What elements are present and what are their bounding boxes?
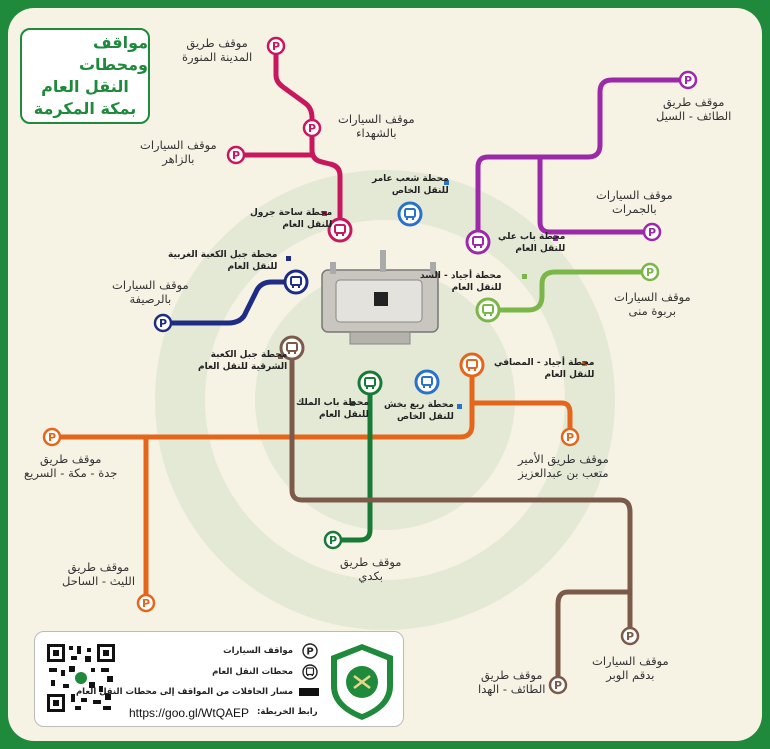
svg-text:P: P [566, 431, 574, 444]
station-bullets [278, 180, 587, 409]
parking-icon-prince[interactable]: P [560, 427, 580, 447]
station-bullet-8 [350, 401, 355, 406]
legend-stations-label: محطات النقل العام [212, 667, 293, 677]
route-purple [475, 77, 691, 245]
route-green [330, 380, 373, 543]
svg-text:P: P [554, 679, 562, 692]
station-bullet-5 [522, 274, 527, 279]
station-markers [279, 201, 501, 396]
parking-icon-zaher[interactable]: P [226, 145, 246, 165]
parking-icon-taif-hada[interactable]: P [548, 675, 568, 695]
parking-markers: P P P P P P P P P P P P P [42, 36, 698, 695]
station-bullet-4 [286, 256, 291, 261]
parking-icon-laith[interactable]: P [136, 593, 156, 613]
haram-illustration [321, 250, 439, 345]
parking-icon-taif-sail[interactable]: P [678, 70, 698, 90]
bus-icon-kaaba-west[interactable] [283, 269, 309, 295]
legend-parking-label: مواقف السيارات [223, 646, 293, 656]
station-bullet-9 [457, 404, 462, 409]
svg-text:P: P [684, 74, 692, 87]
qr-code[interactable] [45, 642, 117, 714]
route-orange-branch1 [469, 400, 573, 440]
parking-icon-jeddah[interactable]: P [42, 427, 62, 447]
map-legend: P مواقف السيارات محطات النقل العام مسار … [34, 631, 404, 727]
parking-icon-kudai[interactable]: P [323, 530, 343, 550]
parking-icon-rusaifah[interactable]: P [153, 313, 173, 333]
parking-icon-madinah[interactable]: P [266, 36, 286, 56]
bus-icon-rea-bakhsh[interactable] [414, 369, 440, 395]
bus-routes [49, 43, 691, 688]
legend-bus-icon [302, 664, 318, 680]
map-title-box: مواقف ومحطات النقل العام بمكة المكرمة [20, 28, 150, 124]
watermark-emblem [155, 170, 615, 630]
traffic-police-logo [331, 644, 393, 720]
svg-text:P: P [646, 266, 654, 279]
svg-text:P: P [306, 647, 313, 658]
map-link-url[interactable]: https://goo.gl/WtQAEP [129, 706, 250, 720]
legend-route-label: مسار الحافلات من المواقف إلى محطات النقل… [75, 687, 293, 697]
svg-text:P: P [308, 122, 316, 135]
bus-icon-ajyad-sad[interactable] [475, 297, 501, 323]
parking-icon-doqm[interactable]: P [620, 626, 640, 646]
svg-text:P: P [232, 149, 240, 162]
bus-icon-kaaba-east[interactable] [279, 335, 305, 361]
station-bullet-6 [278, 354, 283, 359]
svg-text:P: P [329, 534, 337, 547]
legend-parking-icon: P [302, 643, 318, 659]
bus-icon-ajyad-masafi[interactable] [459, 352, 485, 378]
route-lime [485, 269, 653, 313]
svg-text:P: P [626, 630, 634, 643]
parking-icon-shuhada[interactable]: P [302, 118, 322, 138]
parking-icon-jamarat[interactable]: P [642, 222, 662, 242]
svg-text:P: P [48, 431, 56, 444]
svg-text:P: P [142, 597, 150, 610]
route-purple-branch [537, 154, 655, 235]
bus-icon-bab-ali[interactable] [465, 229, 491, 255]
map-title-line2: النقل العام [41, 77, 129, 96]
station-bullet-2 [322, 211, 327, 216]
svg-text:P: P [648, 226, 656, 239]
map-title-line1: مواقف ومحطات [78, 33, 148, 74]
parking-icon-mina[interactable]: P [640, 262, 660, 282]
station-bullet-7 [582, 361, 587, 366]
bus-icon-jarwal[interactable] [327, 217, 353, 243]
bus-icon-bab-malik[interactable] [357, 370, 383, 396]
map-title-line3: بمكة المكرمة [33, 99, 137, 118]
svg-text:P: P [272, 40, 280, 53]
route-brown-branch [555, 589, 633, 688]
map-background [8, 8, 762, 741]
route-brown [289, 345, 633, 639]
station-bullet-3 [553, 236, 558, 241]
bus-icon-shaab-amer[interactable] [397, 201, 423, 227]
svg-text:P: P [159, 317, 167, 330]
map-link-label: رابط الخريطة: [257, 707, 318, 717]
legend-route-swatch [299, 688, 319, 696]
route-navy [160, 279, 299, 326]
station-bullet-1 [444, 180, 449, 185]
route-orange [49, 362, 475, 440]
